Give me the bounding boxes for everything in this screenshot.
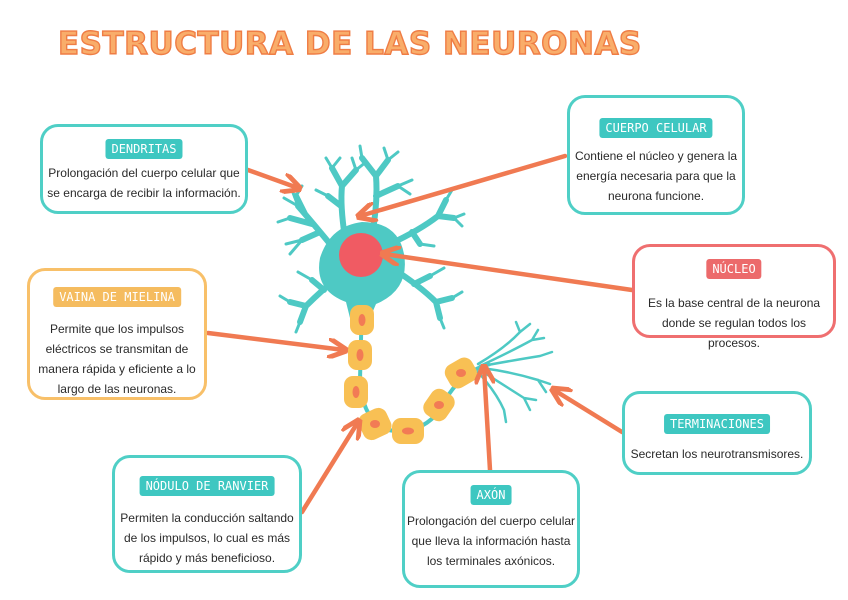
arrow-nodulo (299, 422, 358, 515)
axon-tag: AXÓN (470, 485, 512, 505)
arrow-cuerpo-celular (360, 153, 568, 216)
nucleo-card: NÚCLEO Es la base central de la neurona … (632, 244, 836, 350)
dendritas-desc: Prolongación del cuerpo celular que se e… (47, 166, 241, 200)
vaina-mielina-tag: VAINA DE MIELINA (53, 287, 181, 307)
terminaciones-tag: TERMINACIONES (664, 414, 770, 434)
axon-card: AXÓN Prolongación del cuerpo celular que… (402, 470, 580, 588)
dendritas-tag: DENDRITAS (105, 139, 183, 159)
vaina-mielina-card: VAINA DE MIELINA Permite que los impulso… (27, 268, 207, 400)
arrow-dendritas (245, 167, 298, 188)
nucleo-desc: Es la base central de la neurona donde s… (647, 296, 821, 350)
dendritas-card: DENDRITAS Prolongación del cuerpo celula… (40, 124, 248, 214)
axon-terminals (476, 320, 554, 424)
cuerpo-celular-tag: CUERPO CELULAR (599, 118, 713, 138)
arrow-vaina (205, 330, 344, 350)
cuerpo-celular-desc: Contiene el núcleo y genera la energía n… (574, 149, 738, 203)
nodulo-ranvier-card: NÓDULO DE RANVIER Permiten la conducción… (112, 455, 302, 573)
arrow-nucleo (384, 254, 635, 293)
myelin-nuclei (352, 314, 466, 435)
nodulo-ranvier-desc: Permiten la conducción saltando de los i… (120, 511, 294, 565)
vaina-mielina-desc: Permite que los impulsos eléctricos se t… (38, 322, 196, 396)
cuerpo-celular-card: CUERPO CELULAR Contiene el núcleo y gene… (567, 95, 745, 215)
terminaciones-desc: Secretan los neurotransmisores. (630, 447, 804, 461)
axon-desc: Prolongación del cuerpo celular que llev… (406, 514, 576, 568)
arrow-terminaciones (554, 390, 625, 435)
nodulo-ranvier-tag: NÓDULO DE RANVIER (139, 476, 275, 496)
nucleus (339, 233, 383, 277)
arrows (205, 153, 635, 515)
page-title: ESTRUCTURA DE LAS NEURONAS (57, 25, 642, 62)
arrow-axon (484, 368, 490, 473)
nucleo-tag: NÚCLEO (706, 259, 762, 279)
terminaciones-card: TERMINACIONES Secretan los neurotransmis… (622, 391, 812, 475)
